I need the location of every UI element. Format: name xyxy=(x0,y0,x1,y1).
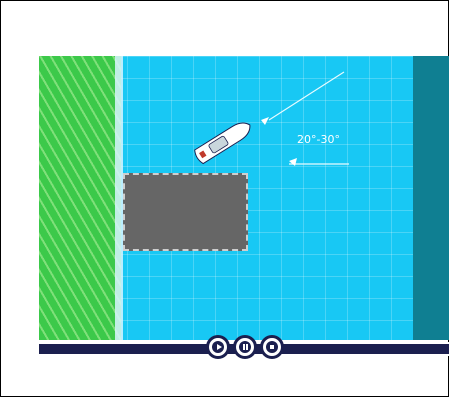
approach-line xyxy=(269,72,344,120)
stop-icon xyxy=(266,341,278,353)
playback-control-bar xyxy=(39,335,449,361)
docking-scene: 20°-30° xyxy=(39,56,449,340)
angle-diagram xyxy=(39,56,449,340)
arc-arrow-bottom xyxy=(289,158,297,166)
arc-arrow-top xyxy=(261,117,269,125)
play-button[interactable] xyxy=(206,335,230,359)
play-icon xyxy=(212,341,224,353)
boat-icon xyxy=(193,118,254,164)
pause-icon xyxy=(239,341,251,353)
stop-button[interactable] xyxy=(260,335,284,359)
pause-button[interactable] xyxy=(233,335,257,359)
angle-label: 20°-30° xyxy=(297,133,340,146)
